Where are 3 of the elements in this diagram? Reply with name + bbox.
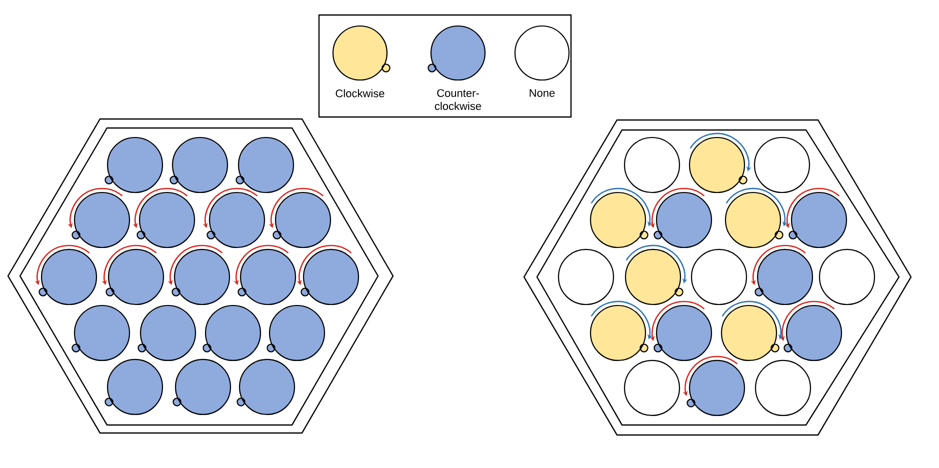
legend-label: Counter-clockwise [434, 89, 482, 110]
legend-label: Clockwise [336, 89, 384, 98]
legend-label: None [530, 89, 555, 97]
